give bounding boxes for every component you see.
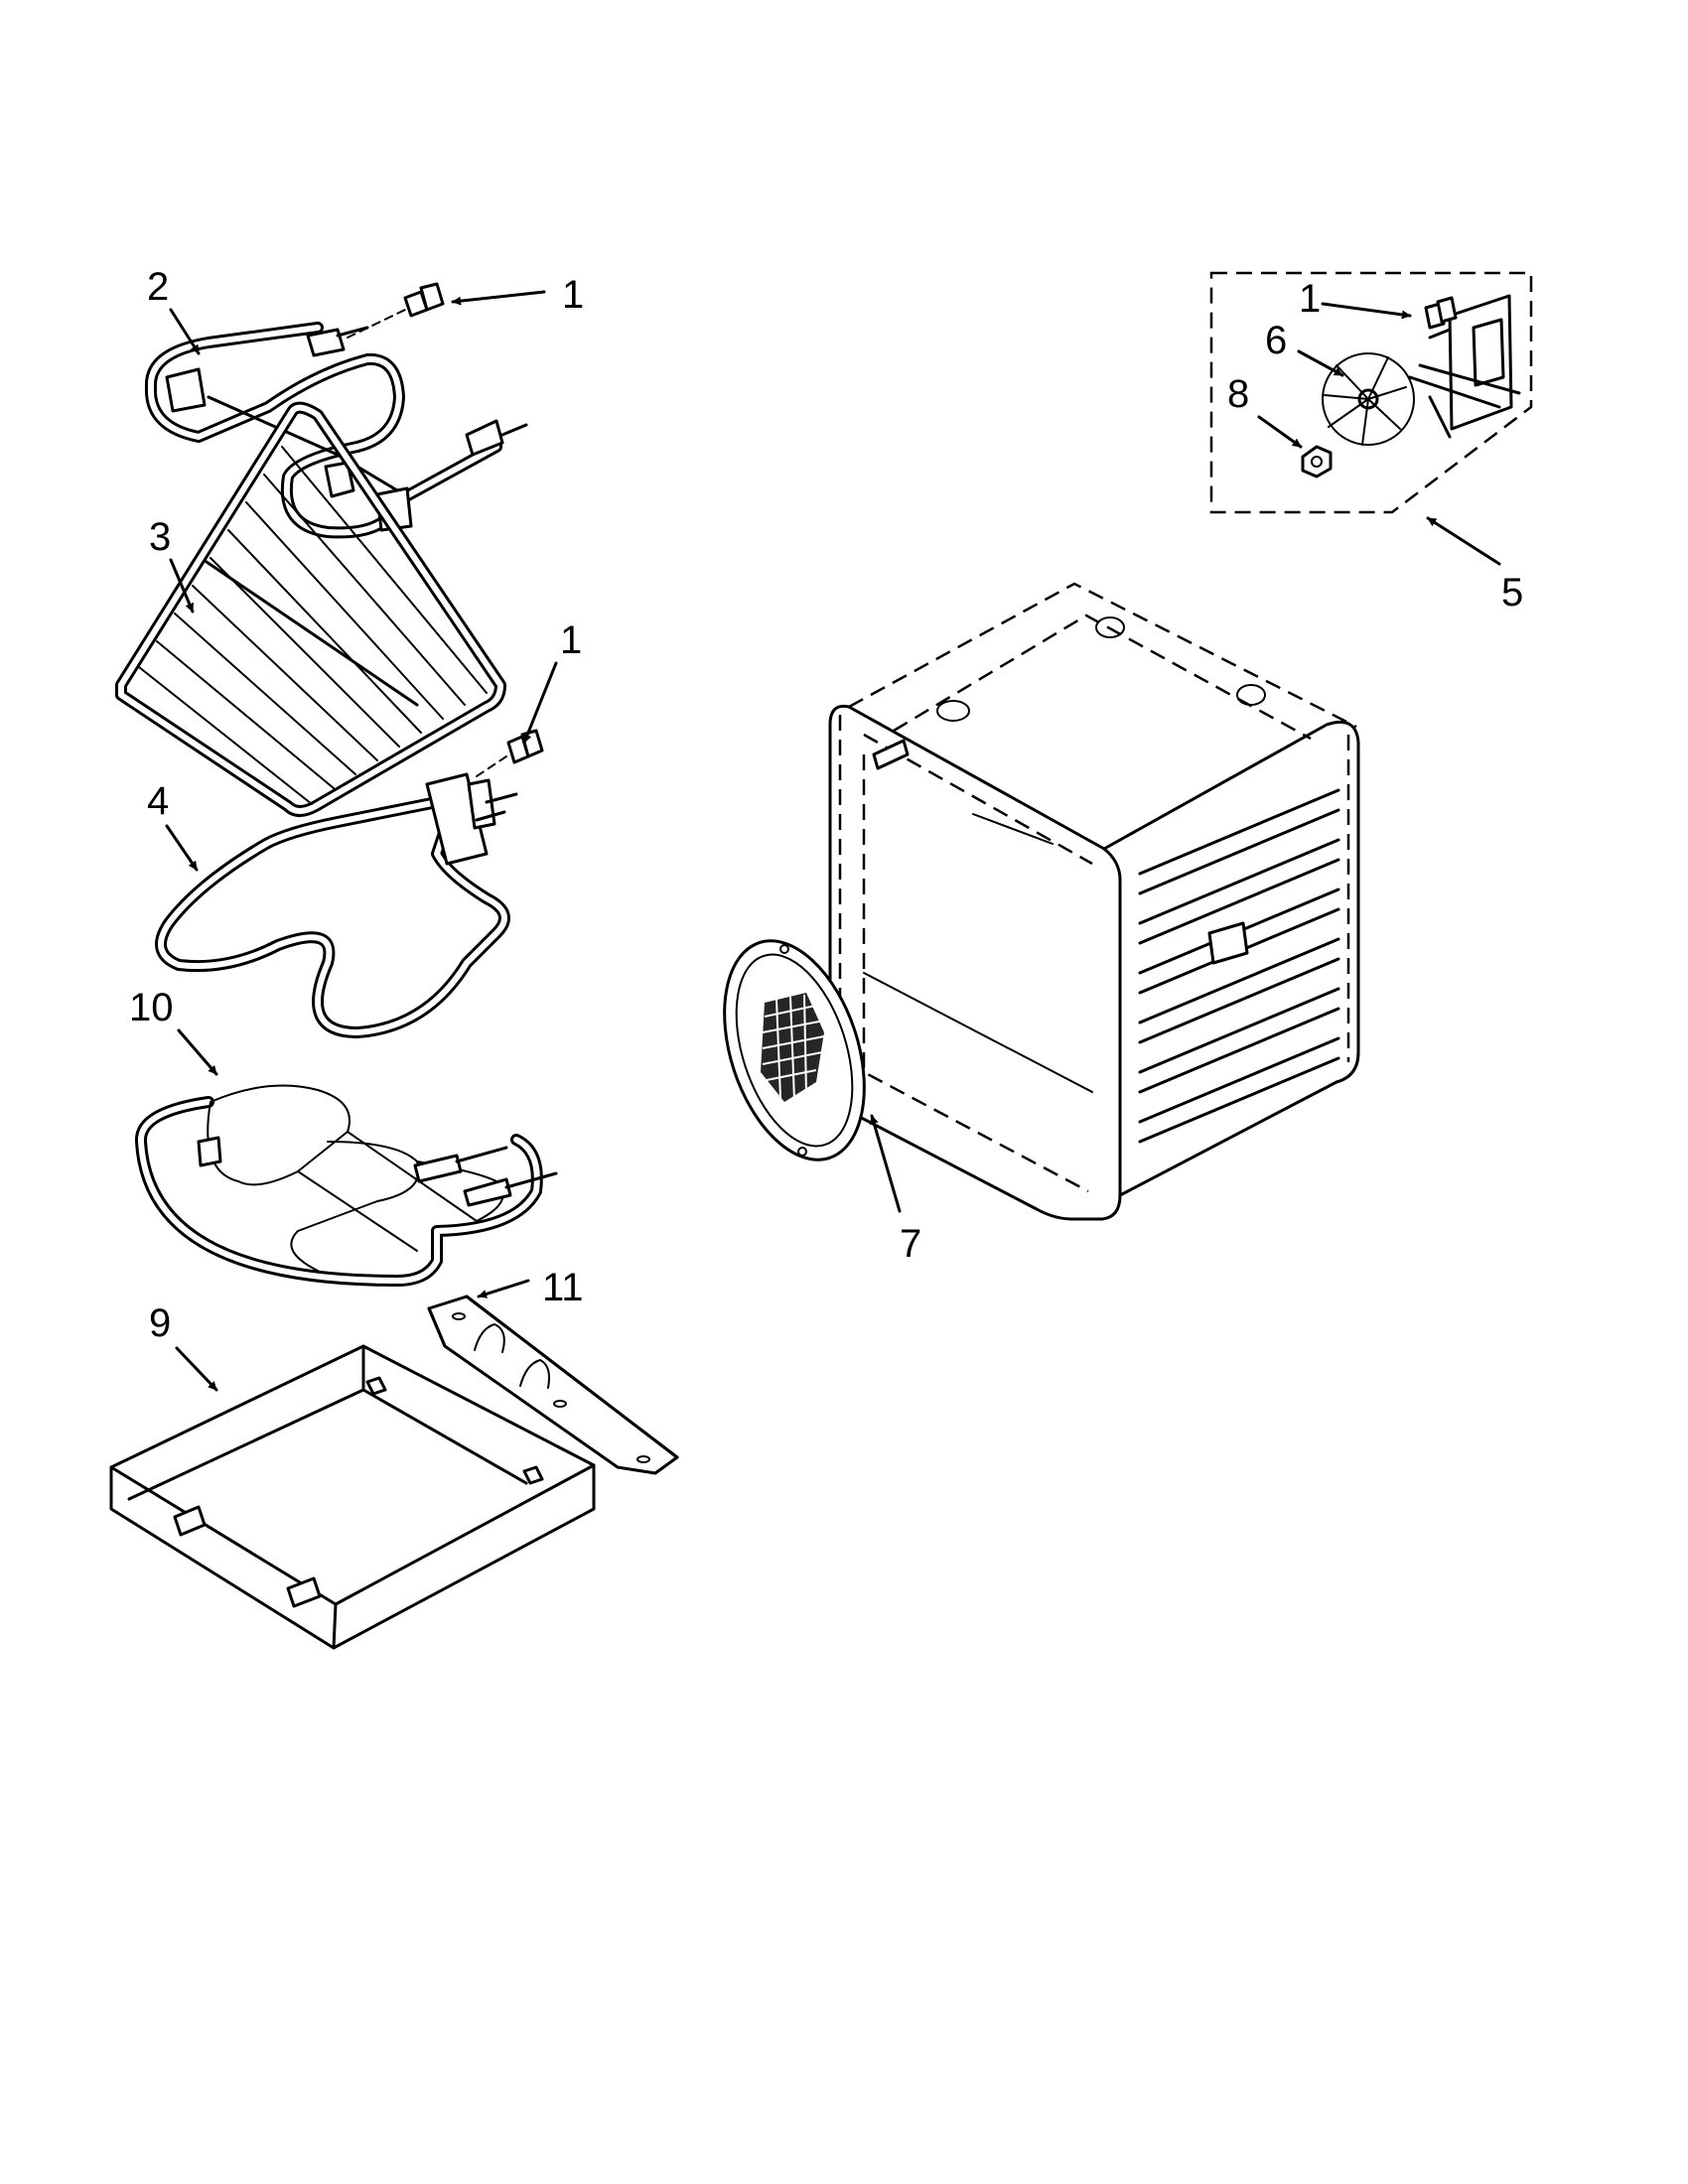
- oven-cavity-part: [828, 582, 1360, 1221]
- callout-7: 7: [900, 1222, 921, 1266]
- callout-1: 1: [560, 618, 582, 662]
- fan-blade-part: [1322, 352, 1415, 446]
- callout-10: 10: [129, 986, 174, 1029]
- callout-1: 1: [562, 273, 584, 317]
- leader-arrows: [165, 290, 1501, 1392]
- callout-4: 4: [147, 779, 169, 823]
- callout-9: 9: [149, 1301, 171, 1345]
- fan-cover-part: [723, 939, 866, 1161]
- callout-5: 5: [1501, 571, 1523, 614]
- callout-6: 6: [1265, 319, 1287, 362]
- callout-2: 2: [147, 265, 169, 309]
- callout-8: 8: [1227, 372, 1249, 416]
- callout-1: 1: [1299, 277, 1321, 321]
- screw-part: [476, 729, 544, 777]
- broil-element-part: [144, 322, 528, 539]
- bottom-element-part: [135, 1084, 558, 1287]
- bracket-part: [427, 1295, 679, 1475]
- callout-3: 3: [149, 515, 171, 559]
- nut-part: [1301, 445, 1333, 478]
- bake-element-part: [155, 772, 518, 1038]
- bottom-pan-part: [109, 1344, 596, 1650]
- screw-part: [347, 282, 445, 339]
- screw-part: [1424, 296, 1458, 330]
- callout-11: 11: [542, 1266, 584, 1309]
- oven-rack-part: [115, 401, 506, 817]
- convection-fan-assembly: [1209, 271, 1533, 514]
- callout-labels: 1 2 3 1 4 10 11 9 1 6 8 5 7: [129, 265, 1523, 1345]
